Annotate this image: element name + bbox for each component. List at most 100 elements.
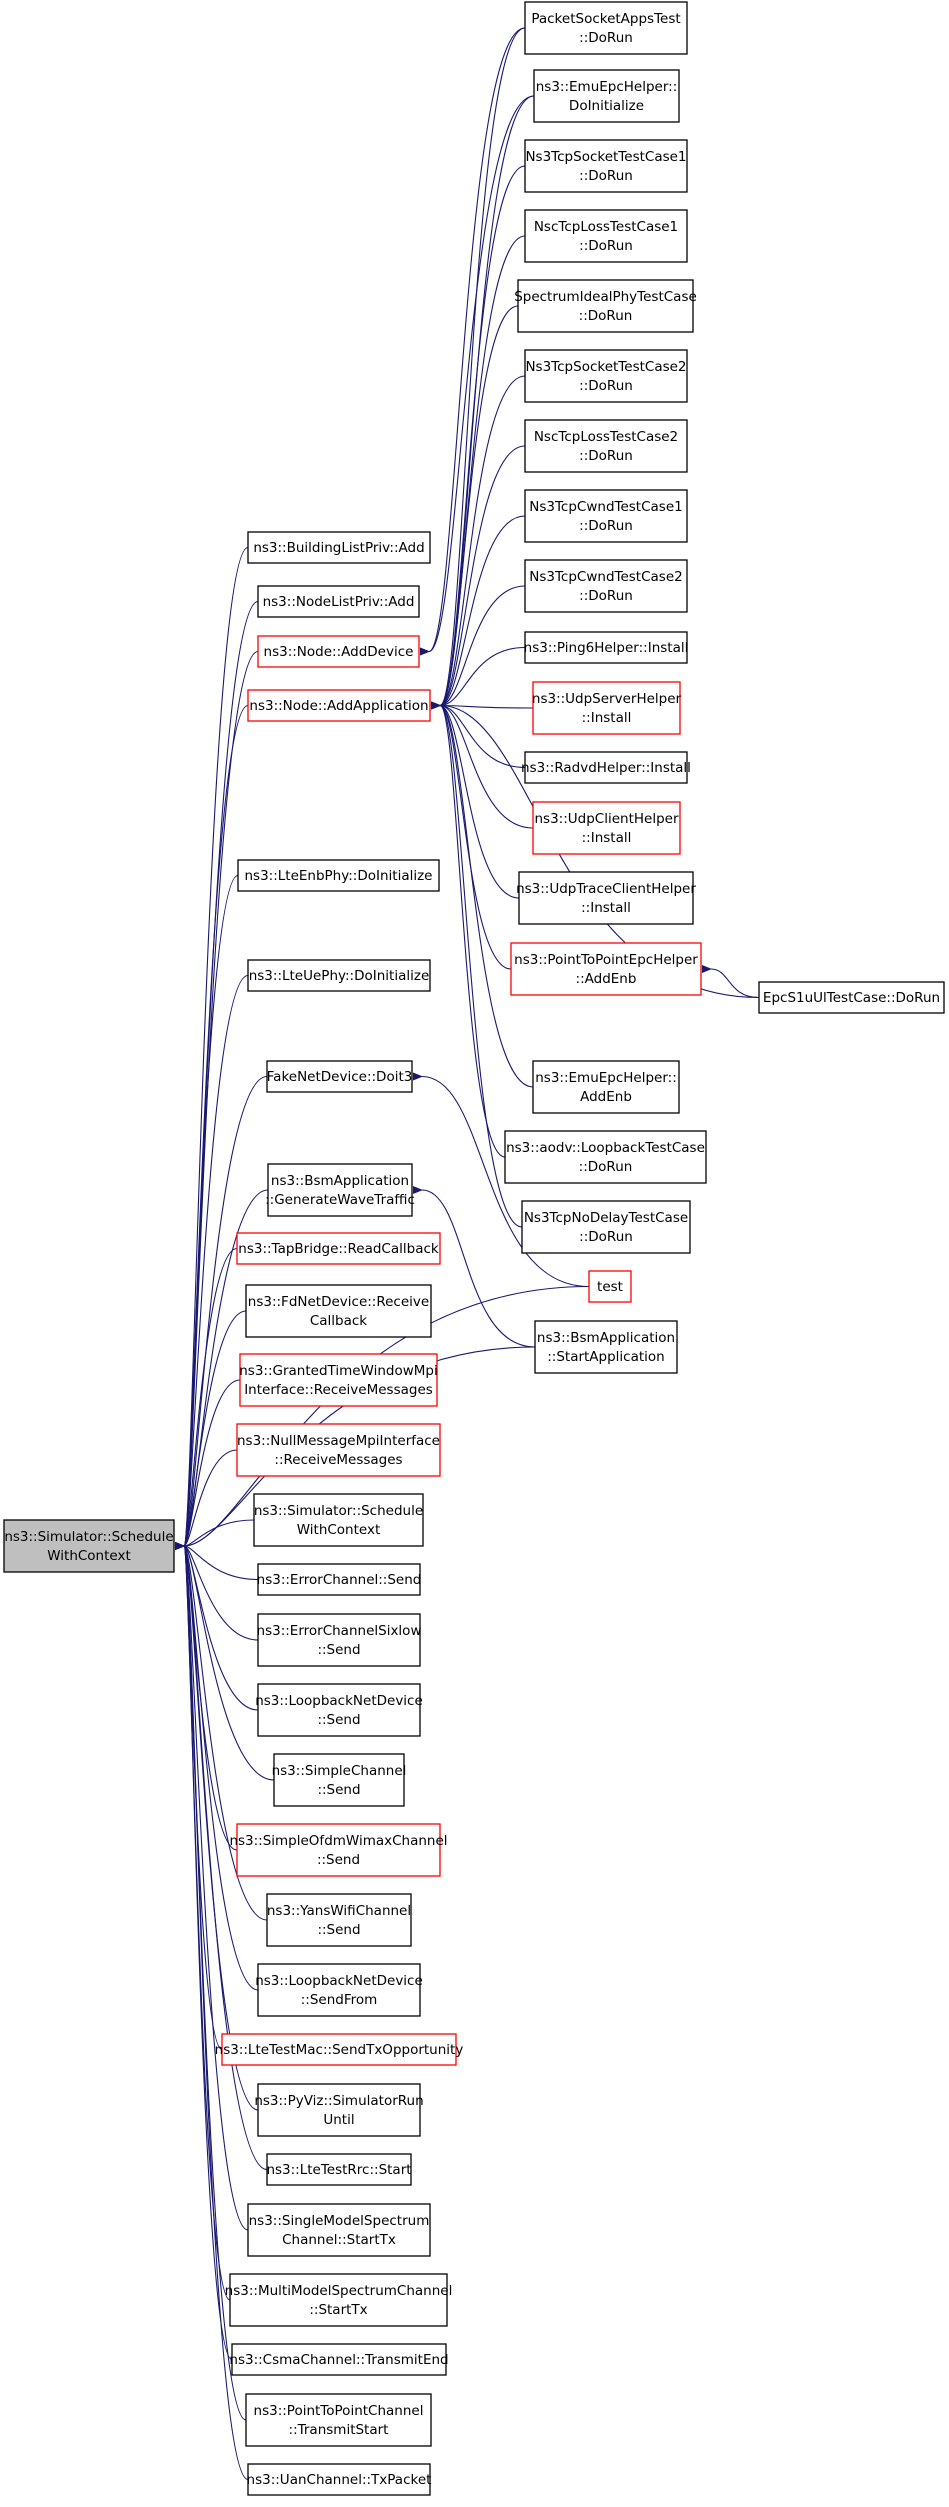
node-ping6helper[interactable]: ns3::Ping6Helper::Install — [524, 631, 689, 664]
node-box — [266, 2153, 412, 2186]
node-lteuephy[interactable]: ns3::LteUePhy::DoInitialize — [247, 959, 431, 992]
node-loopback-send[interactable]: ns3::LoopbackNetDevice::Send — [255, 1683, 423, 1737]
node-label: ns3::ErrorChannelSixlow — [257, 1623, 422, 1639]
node-epcs1u[interactable]: EpcS1uUlTestCase::DoRun — [758, 981, 945, 1014]
edge-root-simplechannel — [174, 1541, 275, 1781]
node-ns3tcpsocket2[interactable]: Ns3TcpSocketTestCase2::DoRun — [524, 349, 688, 403]
node-csmachannel[interactable]: ns3::CsmaChannel::TransmitEnd — [229, 2343, 449, 2376]
node-simpleofdm[interactable]: ns3::SimpleOfdmWimaxChannel::Send — [229, 1823, 448, 1877]
node-lteenbphy[interactable]: ns3::LteEnbPhy::DoInitialize — [237, 859, 440, 892]
node-label: ns3::NullMessageMpiInterface — [237, 1433, 440, 1449]
node-label: ns3::PyViz::SimulatorRun — [254, 2093, 423, 2109]
node-box — [221, 2033, 457, 2066]
node-label: ::AddEnb — [576, 971, 637, 987]
node-buildinglistpriv[interactable]: ns3::BuildingListPriv::Add — [247, 531, 431, 564]
node-multimodel[interactable]: ns3::MultiModelSpectrumChannel::StartTx — [225, 2273, 453, 2327]
edge-addapp-udpclienthelper — [430, 701, 534, 829]
node-udptraceclienthelper[interactable]: ns3::UdpTraceClientHelper::Install — [516, 871, 696, 925]
node-grantedtime[interactable]: ns3::GrantedTimeWindowMpiInterface::Rece… — [239, 1353, 438, 1407]
node-label: ns3::UanChannel::TxPacket — [247, 2472, 432, 2488]
node-label: Ns3TcpNoDelayTestCase — [524, 1210, 688, 1226]
node-udpserverhelper[interactable]: ns3::UdpServerHelper::Install — [532, 681, 682, 735]
node-label: ::TransmitStart — [289, 2422, 389, 2438]
node-box — [524, 1, 688, 55]
node-p2pepchelper[interactable]: ns3::PointToPointEpcHelper::AddEnb — [510, 942, 702, 996]
node-box — [247, 2463, 431, 2496]
node-udpclienthelper[interactable]: ns3::UdpClientHelper::Install — [532, 801, 681, 855]
node-yanswifi[interactable]: ns3::YansWifiChannel::Send — [266, 1893, 412, 1947]
edge-addapp-ns3tcpcwnd1 — [430, 515, 526, 710]
node-label: ns3::LoopbackNetDevice — [255, 1693, 423, 1709]
edge-addapp-ns3tcpsocket1 — [430, 165, 526, 710]
node-errorchannel[interactable]: ns3::ErrorChannel::Send — [257, 1563, 422, 1596]
node-box — [524, 209, 688, 263]
node-label: DoInitialize — [569, 98, 644, 114]
node-node-adddevice[interactable]: ns3::Node::AddDevice — [257, 635, 420, 668]
node-label: ::DoRun — [579, 588, 633, 604]
node-nsctcploss2[interactable]: NscTcpLossTestCase2::DoRun — [524, 419, 688, 473]
node-radvdhelper[interactable]: ns3::RadvdHelper::Install — [521, 751, 691, 784]
node-box — [231, 2343, 447, 2376]
node-label: ::Install — [581, 900, 631, 916]
node-box — [247, 959, 431, 992]
node-nsctcploss1[interactable]: NscTcpLossTestCase1::DoRun — [524, 209, 688, 263]
node-emuepchelper-addenb[interactable]: ns3::EmuEpcHelper::AddEnb — [532, 1060, 680, 1114]
node-bsmgenerate[interactable]: ns3::BsmApplication::GenerateWaveTraffic — [265, 1163, 415, 1217]
node-test[interactable]: test — [588, 1270, 632, 1303]
node-packetsocketappstest[interactable]: PacketSocketAppsTest::DoRun — [524, 1, 688, 55]
edge-addapp-udptraceclienthelper — [430, 701, 520, 899]
edge-root-grantedtime — [174, 1379, 241, 1551]
node-label: Ns3TcpCwndTestCase1 — [529, 499, 682, 515]
node-tapbridge[interactable]: ns3::TapBridge::ReadCallback — [236, 1232, 441, 1265]
node-box — [524, 349, 688, 403]
node-label: ::DoRun — [579, 238, 633, 254]
node-box — [517, 279, 694, 333]
node-bsmstartapp[interactable]: ns3::BsmApplication::StartApplication — [534, 1320, 678, 1374]
node-loopback-sendfrom[interactable]: ns3::LoopbackNetDevice::SendFrom — [255, 1963, 423, 2017]
node-ns3tcpsocket1[interactable]: Ns3TcpSocketTestCase1::DoRun — [524, 139, 688, 193]
node-ns3tcpcwnd1[interactable]: Ns3TcpCwndTestCase1::DoRun — [524, 489, 688, 543]
node-label: ::DoRun — [579, 518, 633, 534]
node-label: FakeNetDevice::Doit3 — [267, 1069, 413, 1085]
node-box — [257, 2083, 421, 2137]
node-label: WithContext — [47, 1548, 131, 1564]
node-aodvloopback[interactable]: ns3::aodv::LoopbackTestCase::DoRun — [504, 1130, 707, 1184]
node-simplechannel[interactable]: ns3::SimpleChannel::Send — [272, 1753, 407, 1807]
edge-addapp-emuepchelper-doinit — [430, 95, 535, 710]
node-label: ::Install — [582, 710, 632, 726]
node-ns3tcpcwnd2[interactable]: Ns3TcpCwndTestCase2::DoRun — [524, 559, 688, 613]
node-box — [533, 69, 680, 123]
node-box — [257, 585, 420, 618]
node-label: ns3::RadvdHelper::Install — [521, 760, 691, 776]
node-ltetestmac[interactable]: ns3::LteTestMac::SendTxOpportunity — [215, 2033, 464, 2066]
edge-addapp-ns3tcpnodelay — [430, 701, 523, 1228]
edge-addapp-spectrumidealphy — [430, 305, 519, 710]
node-label: EpcS1uUlTestCase::DoRun — [763, 990, 940, 1006]
node-errorchannelsixlow[interactable]: ns3::ErrorChannelSixlow::Send — [257, 1613, 422, 1667]
node-label: ::Send — [317, 1642, 360, 1658]
node-label: ::Install — [582, 830, 632, 846]
node-nullmessage[interactable]: ns3::NullMessageMpiInterface::ReceiveMes… — [236, 1423, 441, 1477]
node-emuepchelper-doinit[interactable]: ns3::EmuEpcHelper::DoInitialize — [533, 69, 680, 123]
node-ltetestrrc[interactable]: ns3::LteTestRrc::Start — [266, 2153, 412, 2186]
node-p2pchannel[interactable]: ns3::PointToPointChannel::TransmitStart — [245, 2393, 432, 2447]
node-fakenetdevice[interactable]: FakeNetDevice::Doit3 — [266, 1060, 413, 1093]
node-box — [524, 139, 688, 193]
node-nodelistpriv[interactable]: ns3::NodeListPriv::Add — [257, 585, 420, 618]
node-box — [524, 631, 688, 664]
node-ns3tcpnodelay[interactable]: Ns3TcpNoDelayTestCase::DoRun — [521, 1200, 691, 1254]
node-label: Ns3TcpSocketTestCase2 — [525, 359, 686, 375]
node-node-addapplication[interactable]: ns3::Node::AddApplication — [247, 689, 431, 722]
edge-root-lteuephy — [174, 974, 249, 1551]
node-uanchannel[interactable]: ns3::UanChannel::TxPacket — [247, 2463, 432, 2496]
node-spectrumidealphy[interactable]: SpectrumIdealPhyTestCase::DoRun — [514, 279, 697, 333]
edge-root-ltetestrrc — [174, 1541, 268, 2171]
node-box — [273, 1753, 405, 1807]
